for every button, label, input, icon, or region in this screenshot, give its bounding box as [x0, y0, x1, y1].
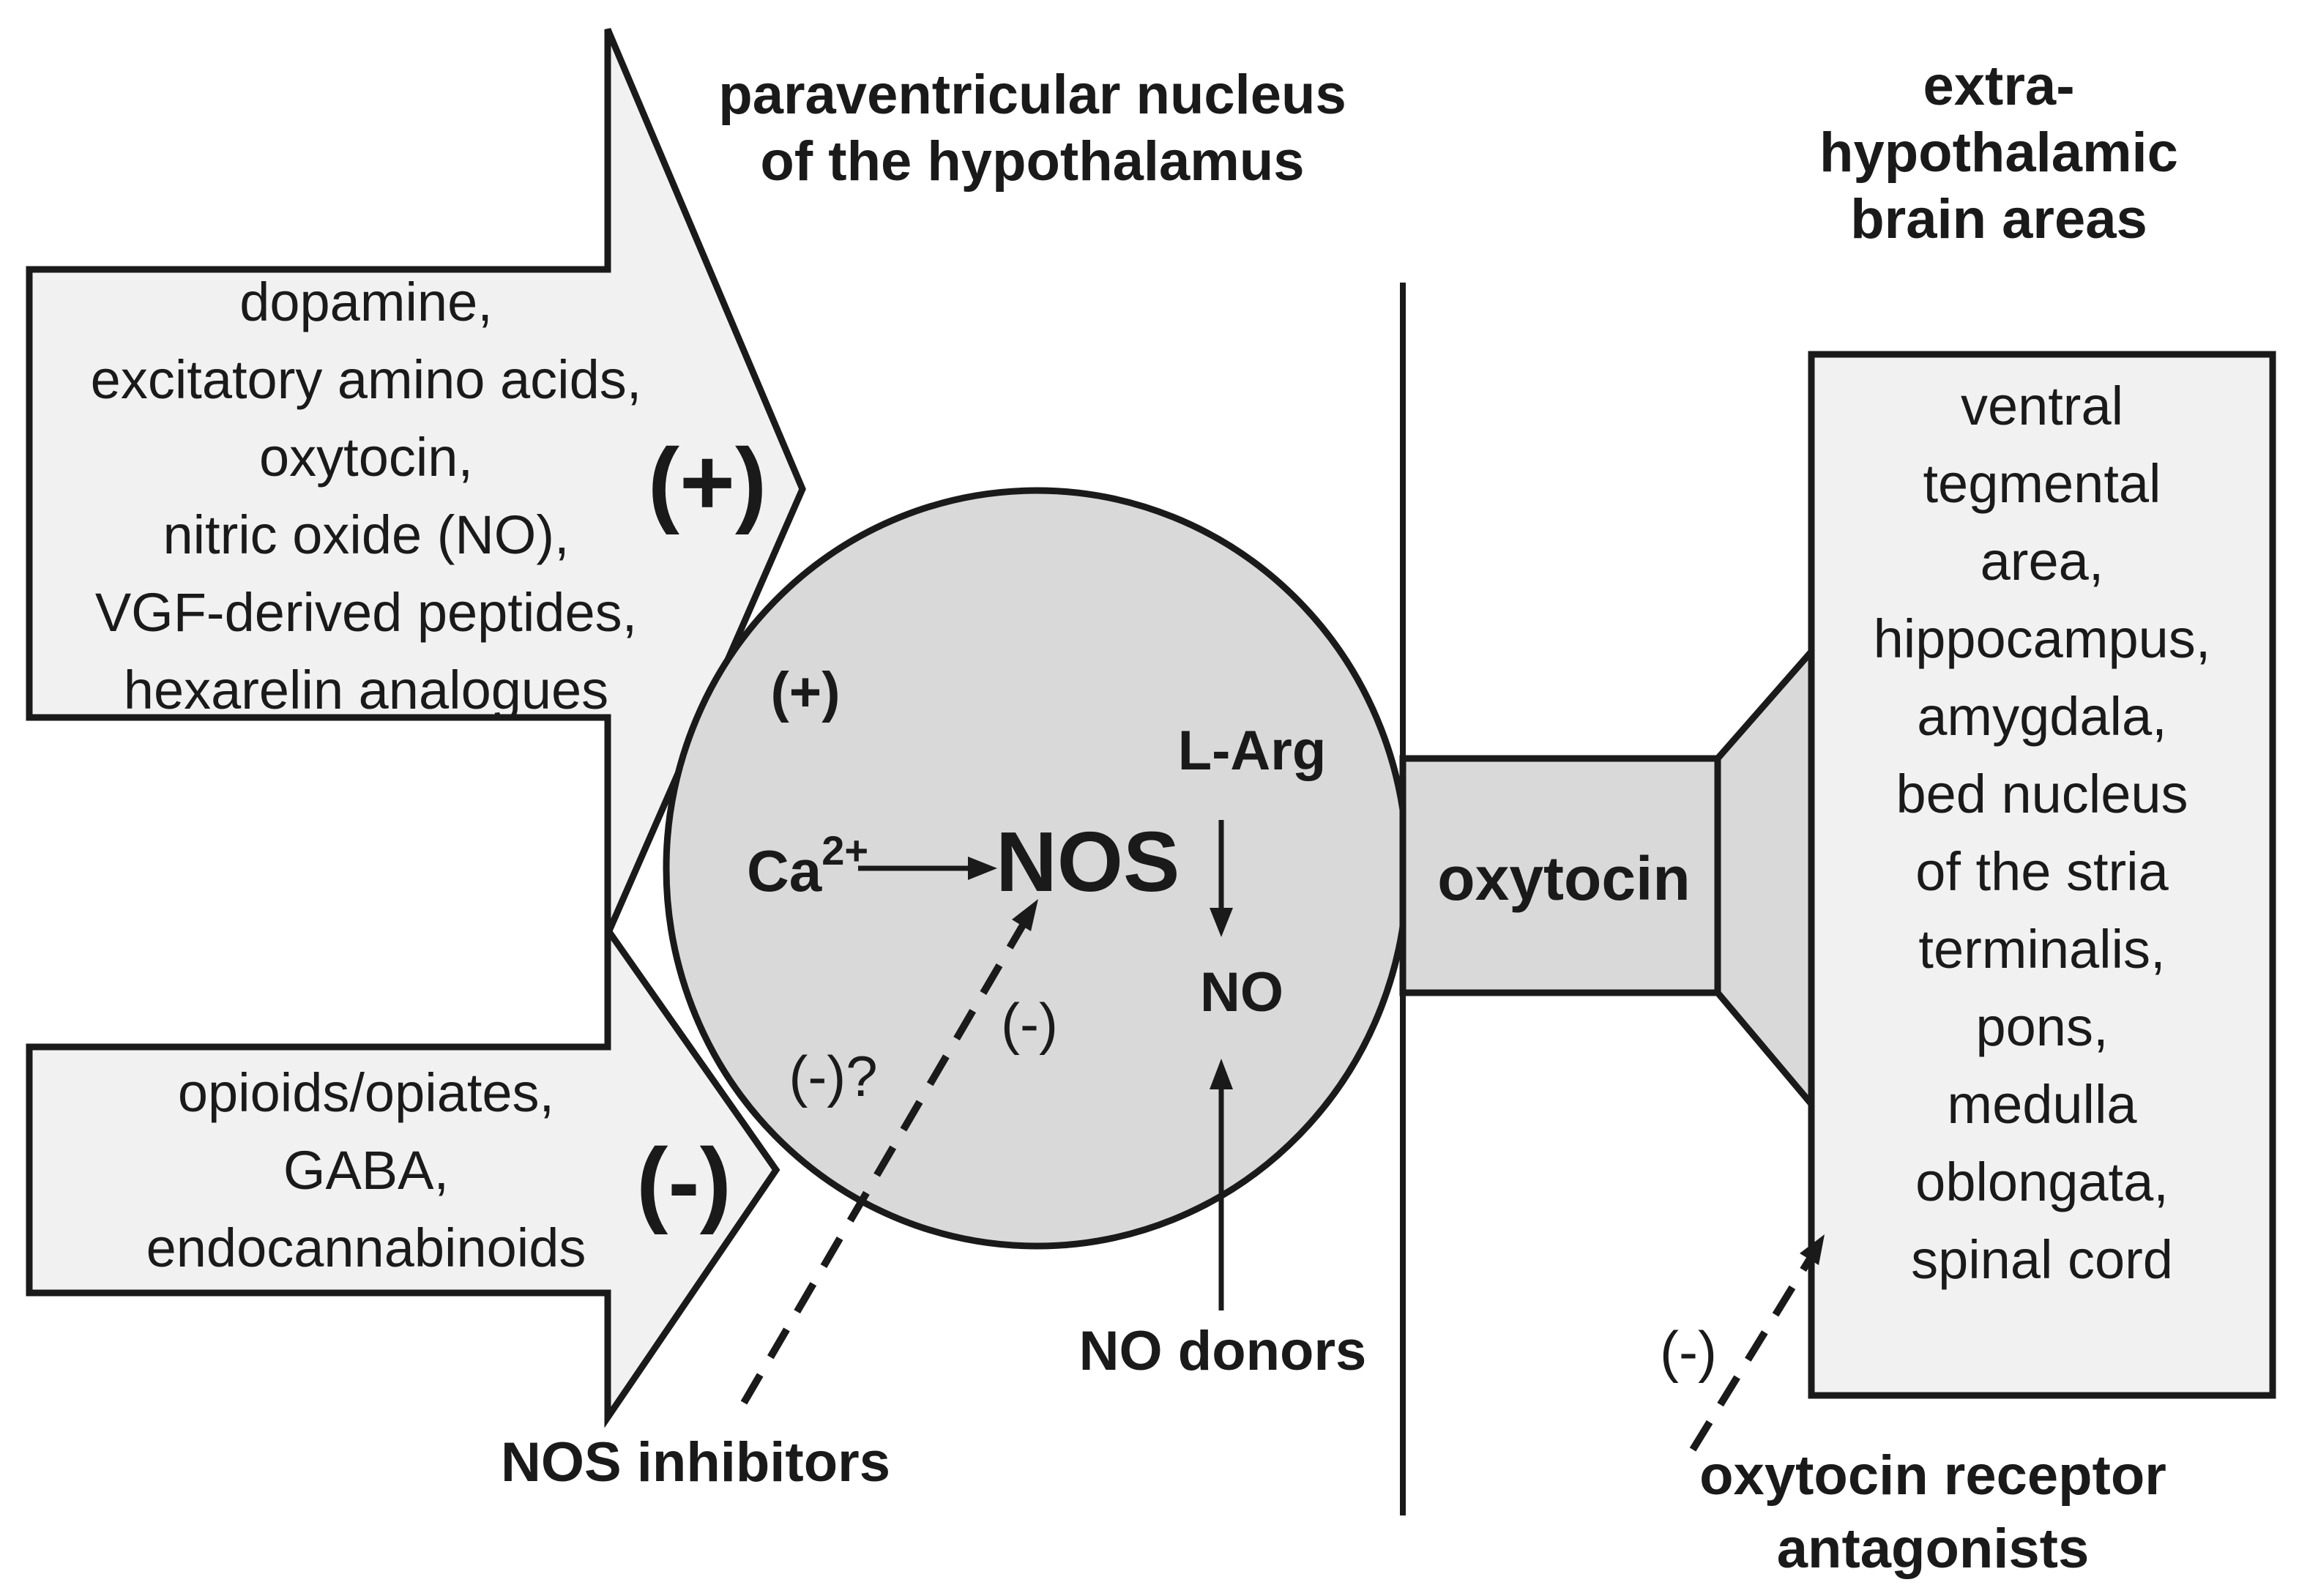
inhibitory-item: endocannabinoids: [146, 1217, 586, 1278]
excitatory-item: oxytocin,: [258, 427, 474, 488]
target-area-item: tegmental: [1923, 453, 2161, 514]
target-area-item: terminalis,: [1918, 919, 2166, 980]
nos-inhibition-minus: (-): [1001, 991, 1058, 1056]
target-area-item: pons,: [1975, 996, 2109, 1057]
antagonists-minus: (-): [1660, 1319, 1717, 1384]
no-donors-label: NO donors: [1078, 1320, 1367, 1382]
oxytocin-projection-label: oxytocin: [1437, 844, 1691, 913]
receptor-antagonists-line2: antagonists: [1776, 1518, 2090, 1580]
target-area-item: medulla: [1947, 1074, 2137, 1135]
calcium-label: Ca2+: [747, 826, 871, 906]
pvn-title-line2: of the hypothalamus: [760, 130, 1305, 193]
excitatory-item: dopamine,: [239, 272, 493, 332]
calcium-text: Ca: [747, 838, 822, 903]
antagonists-dashed-arrow: [1689, 1254, 1815, 1452]
inhibitory-item: opioids/opiates,: [177, 1062, 555, 1123]
target-area-item: bed nucleus: [1896, 764, 2188, 824]
nitric-oxide-label: NO: [1200, 961, 1283, 1023]
nos-inhibitors-dashed-arrow: [740, 922, 1027, 1405]
target-area-item: ventral: [1960, 376, 2124, 436]
calcium-arrowhead: [968, 857, 997, 880]
extra-hypothalamic-title: extra- hypothalamic brain areas: [1743, 53, 2255, 253]
target-area-item: of the stria: [1915, 841, 2169, 902]
inhibitory-inputs-list: opioids/opiates, GABA, endocannabinoids: [29, 1054, 703, 1287]
excitatory-item: excitatory amino acids,: [90, 349, 642, 410]
inhibitory-item: GABA,: [283, 1140, 450, 1201]
nos-inhibition-minus-question: (-)?: [789, 1044, 878, 1108]
receptor-antagonists-line1: oxytocin receptor: [1699, 1444, 2166, 1507]
pvn-title-line1: paraventricular nucleus: [718, 64, 1346, 126]
target-area-item: hippocampus,: [1873, 608, 2211, 669]
target-area-item: amygdala,: [1917, 686, 2167, 747]
receptor-antagonists-label: oxytocin receptor antagonists: [1625, 1439, 2240, 1586]
target-areas-list: ventral tegmental area, hippocampus, amy…: [1811, 368, 2273, 1299]
calcium-superscript: 2+: [821, 827, 869, 873]
target-area-item: area,: [1980, 531, 2104, 592]
target-area-item: spinal cord: [1911, 1229, 2173, 1290]
neuron-plus-label: (+): [770, 661, 841, 723]
nos-inhibitors-label: NOS inhibitors: [501, 1431, 890, 1494]
larg-arrowhead: [1210, 908, 1233, 937]
inhibitory-arrow: [26, 919, 780, 1428]
excitatory-item: nitric oxide (NO),: [163, 504, 570, 565]
excitatory-item: hexarelin analogues: [123, 660, 609, 720]
excitatory-inputs-list: dopamine, excitatory amino acids, oxytoc…: [29, 264, 703, 729]
excitatory-item: VGF-derived peptides,: [94, 582, 638, 643]
extra-title-line1: extra-: [1923, 55, 2075, 117]
nos-inhibitors-arrowhead: [1012, 899, 1038, 931]
inhibitory-sign: (-): [636, 1128, 731, 1235]
oxytocin-axon: [1399, 755, 1721, 996]
no-donors-arrowhead: [1210, 1059, 1233, 1089]
extra-title-line2: hypothalamic: [1819, 122, 2178, 184]
target-area-item: oblongata,: [1915, 1152, 2169, 1212]
nos-enzyme-label: NOS: [996, 814, 1180, 909]
l-arginine-label: L-Arg: [1177, 720, 1327, 782]
pvn-title: paraventricular nucleus of the hypothala…: [644, 61, 1420, 195]
antagonists-arrowhead: [1800, 1234, 1825, 1265]
extra-title-line3: brain areas: [1850, 188, 2147, 251]
target-areas-box: [1808, 351, 2276, 1399]
excitatory-sign: (+): [647, 428, 767, 535]
